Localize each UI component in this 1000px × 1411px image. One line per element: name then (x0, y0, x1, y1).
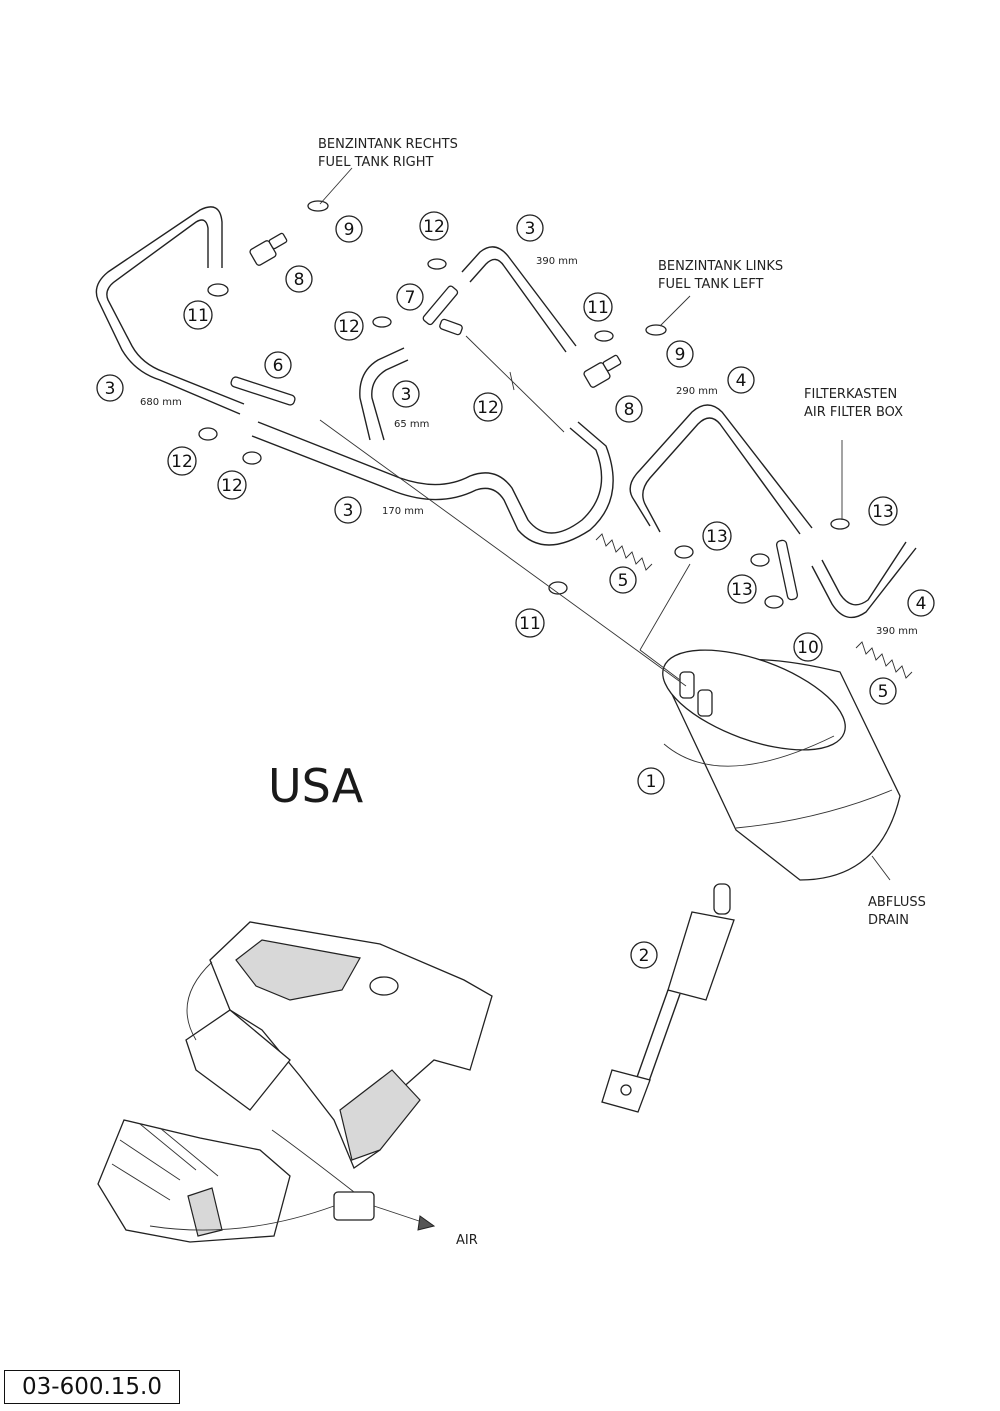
dimension-290mm: 290 mm (676, 386, 718, 397)
callout-13-valve: 13 (731, 580, 753, 600)
dimension-170mm: 170 mm (382, 506, 424, 517)
callout-8-right: 8 (294, 270, 305, 290)
region-label: USA (268, 759, 364, 813)
callout-4-290mm: 4 (736, 371, 747, 391)
callout-11-canister: 11 (519, 614, 541, 634)
callout-5-right: 5 (878, 682, 889, 702)
callout-12-lower-left: 12 (171, 452, 193, 472)
callout-11-top: 11 (187, 306, 209, 326)
air-filter-box-label-de: FILTERKASTEN (804, 387, 897, 402)
callout-12-lower: 12 (221, 476, 243, 496)
callouts: 1 2 3 3 3 3 4 4 5 5 6 7 8 8 9 9 10 11 11… (96, 211, 935, 969)
dimension-680mm: 680 mm (140, 397, 182, 408)
leader-lines (319, 167, 843, 687)
washer-right (307, 200, 329, 212)
callout-10: 10 (797, 638, 819, 658)
callout-13-airbox: 13 (872, 502, 894, 522)
callout-3-170mm: 3 (343, 501, 354, 521)
callout-3-390mm: 3 (525, 219, 536, 239)
elbow-fitting-right (249, 232, 288, 266)
hose-680mm (95, 206, 245, 415)
hose-65mm (359, 347, 409, 441)
callout-6: 6 (273, 356, 284, 376)
reference-number: 03-600.15.0 (4, 1370, 180, 1404)
callout-12-middle: 12 (477, 398, 499, 418)
air-filter-box-label-en: AIR FILTER BOX (804, 405, 903, 420)
callout-3-65mm: 3 (401, 385, 412, 405)
air-filter-box (97, 1119, 291, 1243)
callout-12-left: 12 (338, 317, 360, 337)
drain-label-en: DRAIN (868, 913, 909, 928)
callout-4-390mm: 4 (916, 594, 927, 614)
dimension-65mm: 65 mm (394, 419, 429, 430)
springs (595, 533, 913, 679)
washer-left (645, 324, 667, 336)
callout-3-680mm: 3 (105, 379, 116, 399)
fuel-tank-right-label-en: FUEL TANK RIGHT (318, 155, 434, 170)
connector-pipe (230, 376, 296, 406)
callout-11-left-tank: 11 (587, 298, 609, 318)
motorcycle-frame (185, 921, 493, 1169)
callout-12-top: 12 (423, 217, 445, 237)
fuel-tank-left-label-en: FUEL TANK LEFT (658, 277, 763, 292)
dimension-390mm-right: 390 mm (876, 626, 918, 637)
hose-170mm (251, 421, 614, 546)
t-piece (422, 285, 463, 336)
callout-9-right: 9 (344, 220, 355, 240)
air-label: AIR (456, 1233, 478, 1248)
hose-clamps (198, 258, 850, 609)
dimension-390mm-top: 390 mm (536, 256, 578, 267)
hose-390mm-right (811, 541, 917, 619)
air-valve (149, 1129, 436, 1231)
elbow-fitting-left (583, 354, 622, 388)
fuel-tank-right-label-de: BENZINTANK RECHTS (318, 137, 458, 152)
drain-tube (601, 883, 735, 1113)
callout-5-left: 5 (618, 571, 629, 591)
drain-label-de: ABFLUSS (868, 895, 926, 910)
callout-1: 1 (646, 772, 657, 792)
hose-290mm (629, 404, 813, 535)
check-valve (775, 539, 799, 601)
callout-7: 7 (405, 288, 416, 308)
activated-carbon-canister (662, 649, 901, 881)
callout-2: 2 (639, 946, 650, 966)
callout-8-left: 8 (624, 400, 635, 420)
hose-390mm-top (461, 246, 577, 353)
callout-13-left: 13 (706, 527, 728, 547)
callout-9-left: 9 (675, 345, 686, 365)
fuel-tank-left-label-de: BENZINTANK LINKS (658, 259, 783, 274)
